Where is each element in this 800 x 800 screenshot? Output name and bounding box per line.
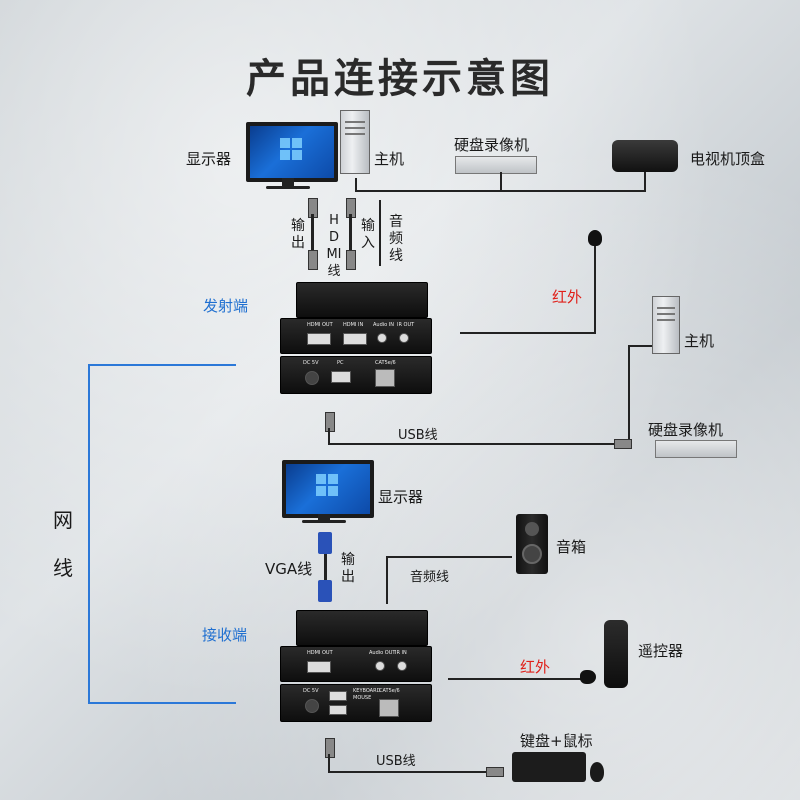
page-title: 产品连接示意图: [246, 56, 554, 102]
rx-mouse-text: MOUSE: [353, 695, 372, 701]
ir-receiver-bottom-icon: [580, 670, 596, 684]
receiver-front-panel: HDMI OUT Audio OUT IR IN: [280, 646, 432, 682]
tx-pc-text: PC: [337, 360, 344, 366]
receiver-label: 接收端: [202, 626, 248, 644]
ir-top-label: 红外: [552, 288, 583, 306]
usb-bottom-label: USB线: [376, 754, 416, 769]
transmitter-label: 发射端: [203, 297, 249, 315]
output-cable-label: 输出: [291, 218, 305, 251]
mouse-icon: [590, 762, 604, 782]
remote-label: 遥控器: [638, 642, 684, 660]
tx-dc-text: DC 5V: [303, 360, 319, 366]
transmitter-front-panel: HDMI OUT HDMI IN Audio IN IR OUT: [280, 318, 432, 354]
dvr-top: [455, 156, 537, 174]
receiver-top-view: [296, 610, 428, 646]
rx-ir-in-text: IR IN: [395, 650, 407, 656]
host-tower-top: [340, 110, 370, 174]
monitor-top-label: 显示器: [186, 150, 232, 168]
tx-hdmi-out-text: HDMI OUT: [307, 322, 333, 328]
speaker-label: 音箱: [556, 538, 587, 556]
transmitter-top-view: [296, 282, 428, 318]
rx-dc-text: DC 5V: [303, 688, 319, 694]
keyboard-mouse-label: 键盘+鼠标: [520, 732, 593, 750]
ir-sensor-top-icon: [588, 230, 602, 246]
dvr-right: [655, 440, 737, 458]
transmitter-back-panel: DC 5V PC CAT5e/6: [280, 356, 432, 394]
input-cable-label: 输入: [361, 218, 375, 251]
hdmi-cable-label: HDMI线: [326, 213, 342, 279]
rx-cat-text: CAT5e/6: [379, 688, 400, 694]
speaker-icon: [516, 514, 548, 574]
dvr-top-label: 硬盘录像机: [454, 136, 530, 154]
rx-keyboard-text: KEYBOARD: [353, 688, 381, 694]
keyboard-icon: [512, 752, 586, 782]
tx-ir-out-text: IR OUT: [397, 322, 415, 328]
ir-bottom-label: 红外: [520, 658, 551, 676]
audio-cable-top-label: 音频线: [389, 214, 403, 264]
tx-hdmi-in-text: HDMI IN: [343, 322, 364, 328]
dvr-right-label: 硬盘录像机: [648, 421, 724, 439]
host-tower-right: [652, 296, 680, 354]
tx-cat-text: CAT5e/6: [375, 360, 396, 366]
remote-control-icon: [604, 620, 628, 688]
vga-cable-label: VGA线: [265, 560, 313, 578]
output-bottom-label: 输出: [341, 552, 355, 585]
usb-top-label: USB线: [398, 428, 438, 443]
tv-box-label: 电视机顶盒: [690, 150, 766, 168]
tx-audio-in-text: Audio IN: [373, 322, 395, 328]
rx-hdmi-out-text: HDMI OUT: [307, 650, 333, 656]
vga-connector-icon: [318, 532, 332, 554]
tv-set-top-box: [612, 140, 678, 172]
host-top-label: 主机: [374, 150, 405, 168]
network-cable-label: 网线: [53, 508, 73, 580]
monitor-bottom-label: 显示器: [378, 488, 424, 506]
host-right-label: 主机: [684, 332, 715, 350]
receiver-back-panel: DC 5V KEYBOARD MOUSE CAT5e/6: [280, 684, 432, 722]
audio-cable-bottom-label: 音频线: [410, 570, 450, 585]
rx-audio-out-text: Audio OUT: [369, 650, 396, 656]
